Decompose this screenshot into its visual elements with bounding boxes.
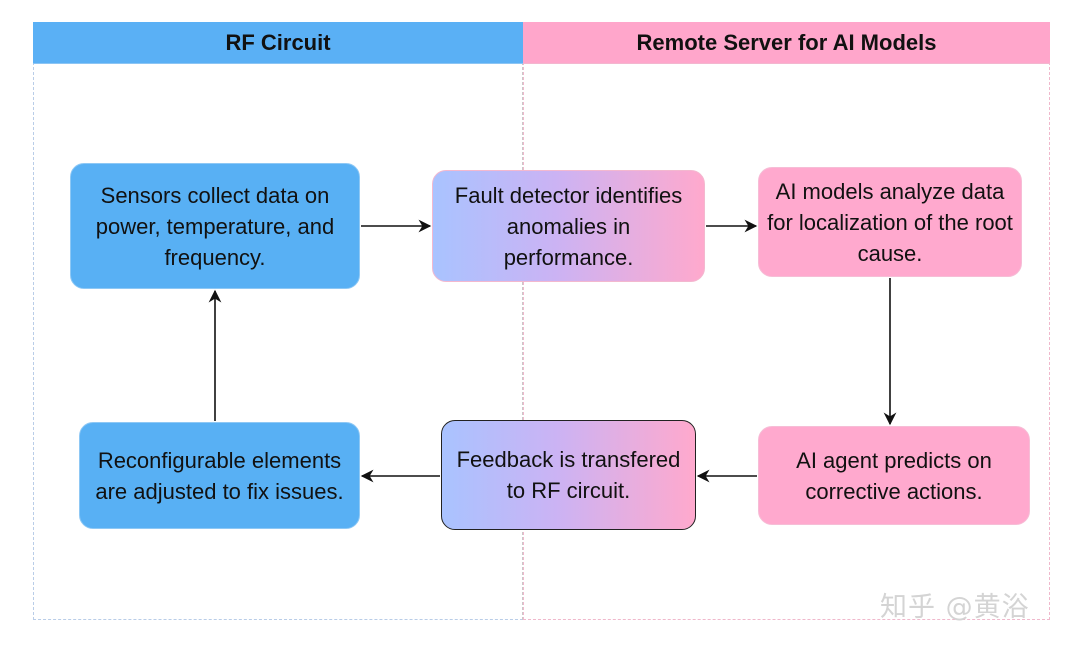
lane-divider [522,22,523,620]
node-ai-models-analyze: AI models analyze data for localization … [758,167,1022,277]
node-reconfigurable-elements: Reconfigurable elements are adjusted to … [79,422,360,529]
rf-circuit-lane-header: RF Circuit [33,22,523,64]
node-feedback-transfer: Feedback is transfered to RF circuit. [441,420,696,530]
node-fault-detector: Fault detector identifies anomalies in p… [432,170,705,282]
watermark-text: 知乎 @黄浴 [880,592,1030,623]
remote-server-lane-header: Remote Server for AI Models [523,22,1050,64]
node-sensors-collect-data: Sensors collect data on power, temperatu… [70,163,360,289]
node-ai-agent-predicts: AI agent predicts on corrective actions. [758,426,1030,525]
